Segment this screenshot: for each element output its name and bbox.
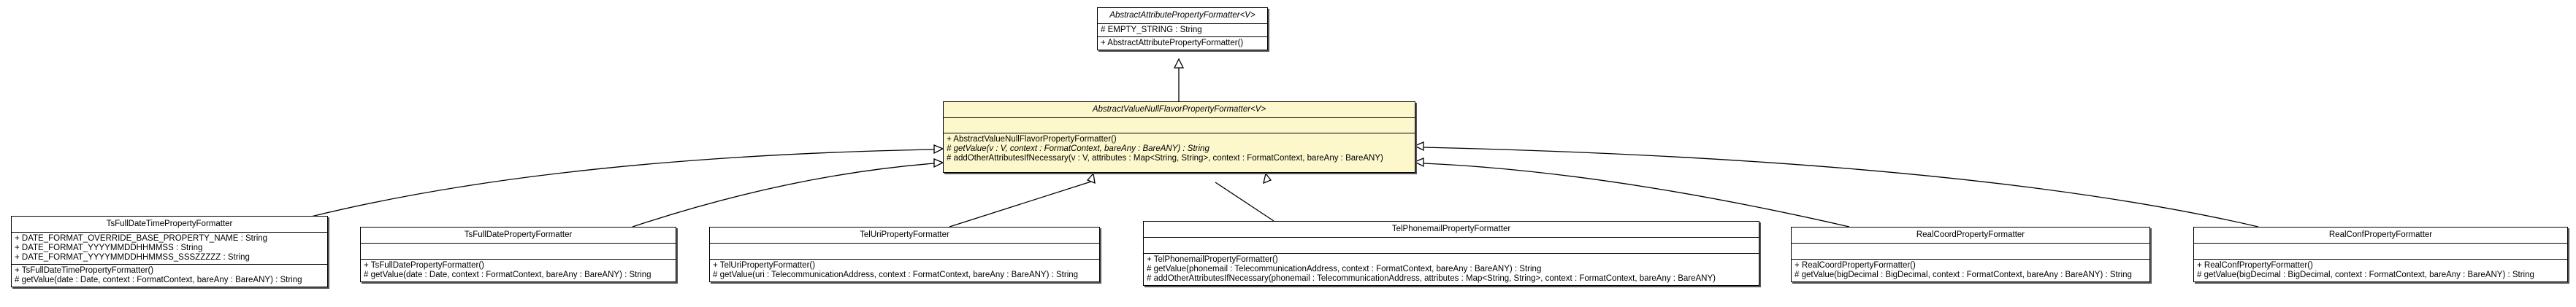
generalization-arrowhead: [1263, 172, 1272, 184]
operation: + TsFullDatePropertyFormatter(): [364, 261, 484, 270]
operation: + TelUriPropertyFormatter(): [713, 261, 816, 270]
operations-section: + AbstractAttributePropertyFormatter(): [1098, 37, 1267, 50]
operation: # getValue(phonemail : Telecommunication…: [1147, 265, 1542, 273]
class-abstract-value-null-flavor-property-formatter[interactable]: AbstractValueNullFlavorPropertyFormatter…: [943, 101, 1415, 173]
operation: # getValue(v : V, context : FormatContex…: [947, 144, 1209, 153]
class-ts-full-date-time-property-formatter[interactable]: TsFullDateTimePropertyFormatter + DATE_F…: [11, 216, 328, 287]
class-name: AbstractValueNullFlavorPropertyFormatter…: [944, 102, 1415, 118]
generalization-arrowhead: [1086, 172, 1096, 184]
attributes-section: [2194, 244, 2567, 260]
class-name: TsFullDateTimePropertyFormatter: [12, 217, 327, 233]
operation: + RealCoordPropertyFormatter(): [1795, 261, 1916, 270]
operations-section: + TsFullDatePropertyFormatter() # getVal…: [361, 260, 676, 281]
operations-section: + AbstractValueNullFlavorPropertyFormatt…: [944, 133, 1415, 165]
operations-section: + TelPhonemailPropertyFormatter() # getV…: [1144, 254, 1759, 285]
class-ts-full-date-property-formatter[interactable]: TsFullDatePropertyFormatter + TsFullDate…: [360, 227, 676, 282]
class-name: TelUriPropertyFormatter: [710, 228, 1099, 244]
attributes-section: [1792, 244, 2149, 260]
operation: + RealConfPropertyFormatter(): [2197, 261, 2313, 270]
class-real-coord-property-formatter[interactable]: RealCoordPropertyFormatter + RealCoordPr…: [1791, 227, 2150, 282]
edge-tel-phonemail: [1215, 182, 1274, 222]
operations-section: + TelUriPropertyFormatter() # getValue(u…: [710, 260, 1099, 281]
operation: + TelPhonemailPropertyFormatter(): [1147, 255, 1278, 264]
attribute: + DATE_FORMAT_OVERRIDE_BASE_PROPERTY_NAM…: [15, 234, 268, 243]
operation: + AbstractAttributePropertyFormatter(): [1101, 39, 1244, 47]
attributes-section: [944, 118, 1415, 133]
edge-ts-full-date-time: [310, 149, 935, 217]
class-tel-uri-property-formatter[interactable]: TelUriPropertyFormatter + TelUriProperty…: [709, 227, 1100, 282]
attribute: + DATE_FORMAT_YYYYMMDDHHMMSS_SSSZZZZZ : …: [15, 253, 250, 262]
edge-ts-full-date: [632, 163, 935, 228]
generalization-arrowhead: [933, 158, 944, 168]
generalization-arrowhead: [1413, 141, 1424, 152]
attributes-section: [710, 244, 1099, 260]
class-name: AbstractAttributePropertyFormatter<V>: [1098, 8, 1267, 24]
operation: # addOtherAttributesIfNecessary(v : V, a…: [947, 154, 1383, 163]
operation: # getValue(uri : TelecommunicationAddres…: [713, 271, 1079, 279]
class-abstract-attribute-property-formatter[interactable]: AbstractAttributePropertyFormatter<V> # …: [1097, 7, 1268, 50]
operations-section: + TsFullDateTimePropertyFormatter() # ge…: [12, 265, 327, 287]
class-name: TsFullDatePropertyFormatter: [361, 228, 676, 244]
class-real-conf-property-formatter[interactable]: RealConfPropertyFormatter + RealConfProp…: [2193, 227, 2568, 282]
operation: # getValue(bigDecimal : BigDecimal, cont…: [1795, 271, 2132, 279]
operation: # getValue(bigDecimal : BigDecimal, cont…: [2197, 271, 2534, 279]
operation: # getValue(date : Date, context : Format…: [364, 271, 651, 279]
class-name: TelPhonemailPropertyFormatter: [1144, 222, 1759, 238]
class-tel-phonemail-property-formatter[interactable]: TelPhonemailPropertyFormatter + TelPhone…: [1143, 221, 1759, 286]
operation: # getValue(date : Date, context : Format…: [15, 276, 302, 284]
attributes-section: # EMPTY_STRING : String: [1098, 24, 1267, 37]
class-name: RealCoordPropertyFormatter: [1792, 228, 2149, 244]
attributes-section: + DATE_FORMAT_OVERRIDE_BASE_PROPERTY_NAM…: [12, 233, 327, 265]
generalization-arrowhead: [1413, 158, 1424, 168]
attributes-section: [1144, 238, 1759, 254]
generalization-arrowhead: [933, 144, 944, 155]
operation: + TsFullDateTimePropertyFormatter(): [15, 266, 154, 275]
class-name: RealConfPropertyFormatter: [2194, 228, 2567, 244]
attribute: + DATE_FORMAT_YYYYMMDDHHMMSS : String: [15, 244, 203, 252]
operations-section: + RealConfPropertyFormatter() # getValue…: [2194, 260, 2567, 281]
operation: + AbstractValueNullFlavorPropertyFormatt…: [947, 135, 1117, 144]
attributes-section: [361, 244, 676, 260]
operation: # addOtherAttributesIfNecessary(phonemai…: [1147, 274, 1716, 283]
edge-tel-uri: [949, 181, 1092, 228]
attribute: # EMPTY_STRING : String: [1101, 26, 1202, 34]
generalization-arrowhead: [1173, 58, 1185, 69]
operations-section: + RealCoordPropertyFormatter() # getValu…: [1792, 260, 2149, 281]
edge-real-coord: [1423, 163, 1850, 228]
edge-real-conf: [1423, 147, 2259, 228]
